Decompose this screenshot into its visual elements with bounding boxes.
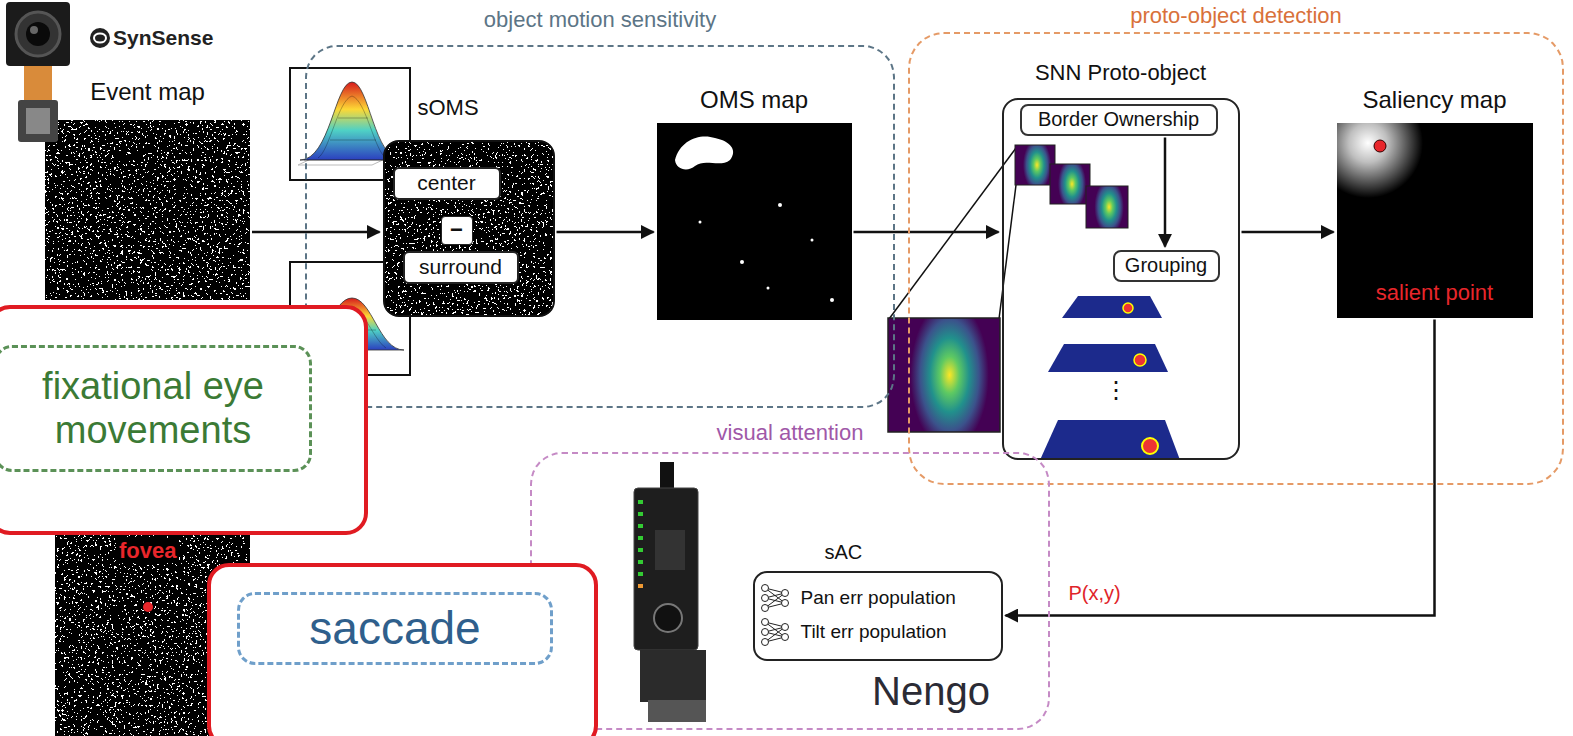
flow-arrow <box>1006 320 1435 616</box>
process-box: SNN Proto-objectBorder OwnershipGrouping <box>1002 98 1240 460</box>
node-heading: sAC <box>825 541 863 564</box>
callout-label: fovea <box>116 538 179 563</box>
flow-arrow <box>854 231 999 234</box>
node-label: Tilt err population <box>801 621 947 643</box>
edge-label: P(x,y) <box>1065 582 1123 605</box>
node-label: Pan err population <box>801 587 956 609</box>
image-node: OMS map <box>657 123 852 320</box>
node-label: − <box>450 219 463 241</box>
process-box: sACPan err populationTilt err population <box>753 571 1003 661</box>
region-outline: proto-object detectionSNN Proto-objectBo… <box>908 32 1564 485</box>
node-label: salient point <box>1337 280 1533 305</box>
operator-box: − <box>441 216 473 245</box>
process-box: Grouping <box>1113 250 1220 282</box>
saliency-image <box>1313 88 1533 318</box>
image-node: Event map <box>45 120 250 300</box>
process-box: center <box>393 167 501 200</box>
flow-arrow <box>1242 231 1334 234</box>
node-label: surround <box>419 255 502 279</box>
node-heading: proto-object detection <box>760 3 1573 28</box>
node-heading: Saliency map <box>1187 86 1573 114</box>
camera-photo <box>6 2 70 142</box>
process-box: sOMScenter−surround <box>383 140 555 317</box>
node-label: fixational eye movements <box>0 345 312 472</box>
region-outline: object motion sensitivitysOMScenter−surr… <box>305 45 895 408</box>
node-heading: visual attention <box>382 420 1198 445</box>
image-node: Saliency mapsalient point <box>1337 123 1533 318</box>
node-heading: sOMS <box>418 95 479 120</box>
process-box: Border Ownership <box>1020 104 1218 136</box>
logo-text: Nengo <box>872 668 990 714</box>
process-box: surround <box>403 251 519 284</box>
neuron-icon <box>762 585 789 646</box>
board-photo <box>634 462 706 722</box>
node-heading: SNN Proto-object <box>854 60 1388 85</box>
node-label: Border Ownership <box>1038 108 1199 131</box>
flow-arrow <box>557 231 654 234</box>
node-heading: Event map <box>0 78 400 106</box>
event-image <box>384 141 554 316</box>
event-image <box>45 120 250 300</box>
logo-icon <box>90 28 110 48</box>
node-heading: object motion sensitivity <box>157 7 1043 32</box>
node-label: saccade <box>237 592 553 665</box>
node-heading: OMS map <box>507 86 1002 114</box>
node-label: Grouping <box>1125 254 1207 277</box>
oms-image <box>657 123 852 320</box>
logo-text: SynSense <box>113 26 213 50</box>
node-label: center <box>417 171 475 195</box>
heatmap-zoom <box>888 145 1128 432</box>
highlight-box: saccade <box>207 563 598 736</box>
highlight-box: fixational eye movements <box>0 305 368 535</box>
flow-arrow <box>1164 138 1167 247</box>
ellipsis-mark: ⋮ <box>1104 376 1128 404</box>
pyramid-planes <box>1040 296 1180 460</box>
flow-arrow <box>252 231 380 234</box>
